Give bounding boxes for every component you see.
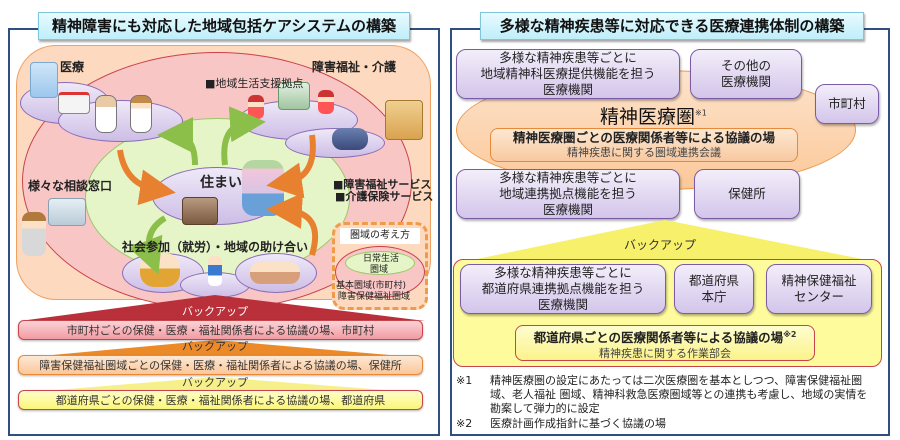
- psych-area-council-title: 精神医療圏ごとの医療関係者等による協議の場: [512, 130, 775, 145]
- pref-council-title-line: 都道府県ごとの医療関係者等による協議の場※2: [516, 326, 814, 347]
- backup-triangle-pref: [20, 377, 425, 393]
- psych-area-council-sub: 精神疾患に関する圏域連携会議: [567, 146, 721, 159]
- backup-label-3: バックアップ: [182, 376, 248, 389]
- other-medical-box: その他の 医療機関: [690, 49, 802, 99]
- pref-council-sub: 精神疾患に関する作業部会: [599, 347, 731, 361]
- arrow-housing-to-support: [221, 106, 266, 166]
- left-panel-title: 精神障害にも対応した地域包括ケアシステムの構築: [38, 12, 410, 40]
- area-council-band: 障害保健福祉圏域ごとの保健・医療・福祉関係者による協議の場、保健所: [18, 355, 423, 375]
- care-facility-icon: [385, 100, 423, 140]
- child-icon: [208, 256, 222, 286]
- arrow-medical-to-housing: [117, 149, 176, 206]
- wheelchair-icon: [332, 128, 368, 150]
- basic-area-label: 基本圏域(市町村): [336, 281, 407, 291]
- flow-arrows: [117, 106, 319, 275]
- welfare-care-label: 障害福祉・介護: [312, 60, 397, 74]
- note-mark-2: ※2: [783, 330, 797, 339]
- arrow-housing-to-participation: [128, 215, 167, 275]
- helper-icon-2: [318, 90, 334, 114]
- counselor-icon: [22, 212, 46, 256]
- participation-label: 社会参加（就労）・地域の助け合い: [122, 240, 309, 254]
- note-2-text: 医療計画作成指針に基づく協議の場: [490, 417, 666, 430]
- housing-label: 住まい: [200, 175, 242, 191]
- backup-triangle-municipal: [20, 295, 425, 321]
- nurse-icon: [130, 95, 152, 133]
- backup-label-2: バックアップ: [182, 340, 248, 353]
- prefectural-hub-box: 多様な精神疾患等ごとに 都道府県連携拠点機能を担う 医療機関: [460, 264, 666, 314]
- house-icon: [182, 197, 218, 225]
- backup-triangle-right: [458, 220, 882, 263]
- ambulance-icon: [58, 92, 90, 114]
- regional-psych-provider-box: 多様な精神疾患等ごとに 地域精神科医療提供機能を担う 医療機関: [456, 49, 680, 99]
- arrow-housing-to-medical: [157, 117, 198, 166]
- municipality-box: 市町村: [815, 84, 879, 124]
- group-home-icon: [278, 82, 310, 110]
- area-concept-daily-ellipse: [345, 251, 415, 275]
- medical-label: 医療: [60, 60, 85, 74]
- daily-life-label-2: 圏域: [370, 265, 389, 275]
- neighbors-icon: [250, 262, 300, 284]
- right-panel-title: 多様な精神疾患等に対応できる医療連携体制の構築: [480, 12, 864, 40]
- backup-label-right: バックアップ: [623, 238, 696, 252]
- backup-shapes-left: [20, 295, 425, 393]
- municipal-council-band: 市町村ごとの保健・医療・福祉関係者による協議の場、市町村: [18, 320, 423, 340]
- pref-council-title: 都道府県ごとの医療関係者等による協議の場: [533, 330, 784, 346]
- psych-area-title-text: 精神医療圏: [600, 106, 696, 128]
- arrow-participation-to-housing: [266, 192, 319, 256]
- regional-hub-box: 多様な精神疾患等ごとに 地域連携拠点機能を担う 医療機関: [456, 169, 680, 219]
- health-center-box: 保健所: [694, 169, 800, 219]
- backup-label-1: バックアップ: [182, 305, 248, 318]
- note-1-text: 精神医療圏の設定にあたっては二次医療圏を基本としつつ、障害保健福祉圏域、老人福祉…: [490, 374, 868, 415]
- note-mark-1: ※1: [695, 108, 707, 118]
- services-label-1: ■障害福祉サービス: [333, 178, 432, 191]
- note-1-mark: ※1: [456, 374, 473, 387]
- backup-shape-right: [458, 220, 882, 263]
- health-welfare-area-label: 障害保健福祉圏域: [338, 292, 411, 302]
- note-2-mark: ※2: [456, 417, 473, 430]
- arrow-care-to-housing: [266, 134, 316, 199]
- hospital-icon: [30, 62, 58, 98]
- pref-office-box: 都道府県 本庁: [674, 264, 754, 314]
- area-concept-heading: 圏域の考え方: [340, 228, 420, 244]
- services-label-2: ■介護保険サービス: [335, 190, 434, 203]
- mental-health-center-box: 精神保健福祉 センター: [766, 264, 872, 314]
- pref-council-band: 都道府県ごとの保健・医療・福祉関係者による協議の場、都道府県: [18, 390, 423, 410]
- daily-life-label-1: 日常生活: [363, 254, 400, 264]
- backup-triangle-area: [20, 340, 425, 358]
- doctor-icon: [95, 95, 117, 133]
- office-icon: [48, 198, 86, 226]
- psych-area-title: 精神医療圏※1: [600, 102, 707, 129]
- psych-area-council-box: 精神医療圏ごとの医療関係者等による協議の場 精神疾患に関する圏域連携会議: [490, 128, 798, 162]
- consultation-label: 様々な相談窓口: [28, 179, 113, 193]
- participation-node-3: [235, 253, 317, 293]
- support-base-label: ■地域生活支援拠点: [205, 77, 304, 90]
- pref-council-box: 都道府県ごとの医療関係者等による協議の場※2 精神疾患に関する作業部会: [515, 325, 815, 361]
